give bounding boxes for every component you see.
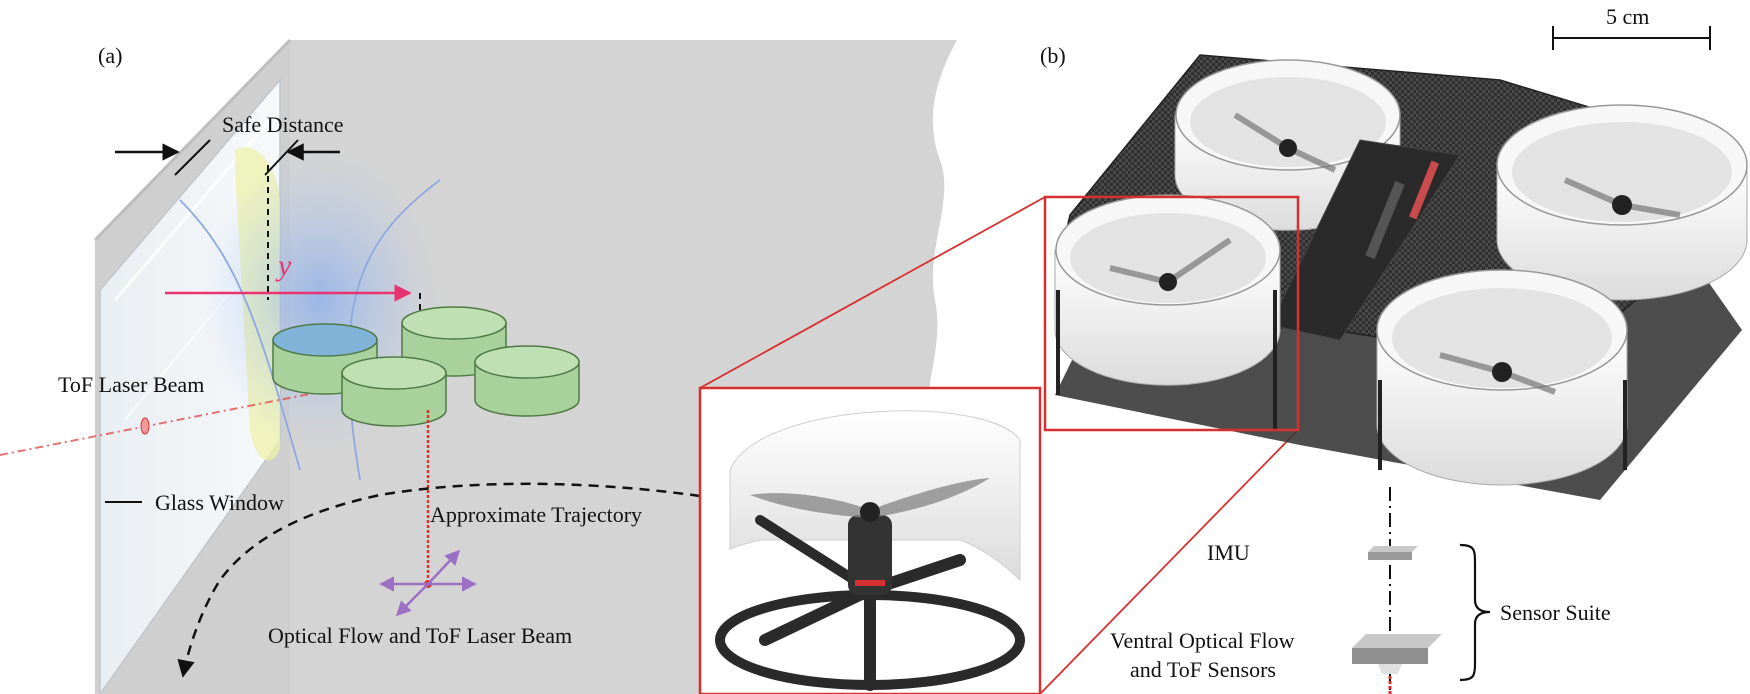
- laser-spot: [140, 417, 150, 435]
- trajectory-curve: [177, 482, 701, 678]
- center-electronics: [1269, 139, 1461, 341]
- imu-chip: [1368, 546, 1418, 560]
- safe-distance-tick-left: [174, 139, 211, 176]
- approximate-trajectory-label: Approximate Trajectory: [430, 502, 642, 527]
- safe-distance-label: Safe Distance: [222, 112, 344, 137]
- drone-duct-front-right: [1376, 269, 1628, 486]
- tof-laser-beam: [0, 387, 341, 456]
- drone-photo: [1054, 54, 1748, 500]
- panel-b: (b) 5 cm: [1040, 4, 1748, 694]
- inset-motor: [848, 515, 892, 595]
- zoom-line-top: [699, 196, 1046, 389]
- drone-duct-front-left: [1054, 194, 1281, 430]
- duct-right: [474, 345, 580, 417]
- panel-a-label: (a): [98, 43, 122, 68]
- scale-bar-label: 5 cm: [1606, 4, 1649, 29]
- duct-highlight-box: [1043, 195, 1300, 432]
- ventral-label-line2: and ToF Sensors: [1130, 657, 1276, 682]
- y-axis-label: y: [275, 249, 292, 282]
- drone-schematic: [272, 306, 580, 427]
- inset-propeller-blade-2: [870, 478, 990, 518]
- panel-b-label: (b): [1040, 43, 1066, 68]
- zoom-inset: [698, 196, 1299, 694]
- glass-window-label: Glass Window: [155, 490, 284, 515]
- tof-laser-beam-label: ToF Laser Beam: [58, 372, 204, 397]
- flow-arrow-down: [395, 583, 429, 617]
- wall-edge: [93, 38, 292, 242]
- sensor-suite-brace: [1459, 543, 1491, 682]
- flow-arrow-up: [427, 549, 461, 585]
- inset-propeller-blade-1: [750, 493, 870, 518]
- duct-front: [341, 356, 447, 427]
- panel-a: Safe Distance y ToF Laser Beam: [0, 38, 957, 694]
- inset-photo: [715, 410, 1025, 691]
- safe-distance-tick-right: [264, 139, 299, 176]
- airflow-curve-left: [179, 199, 301, 471]
- optical-flow-sensor: [1352, 634, 1442, 674]
- zoom-line-bottom: [1039, 429, 1299, 694]
- ventral-label-line1: Ventral Optical Flow: [1110, 628, 1295, 653]
- sensor-suite-label: Sensor Suite: [1500, 600, 1611, 625]
- optical-flow-label: Optical Flow and ToF Laser Beam: [268, 623, 572, 648]
- drone-duct-back-right: [1496, 104, 1748, 301]
- imu-label: IMU: [1207, 540, 1250, 565]
